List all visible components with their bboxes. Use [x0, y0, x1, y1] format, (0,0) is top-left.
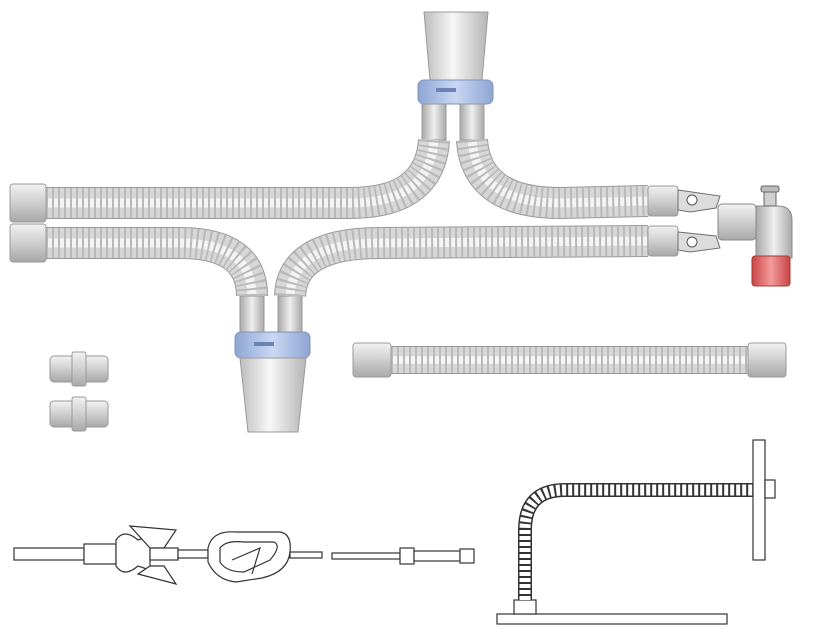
tube-upper-right — [456, 138, 649, 220]
extension-tube — [352, 342, 787, 378]
patient-wye-connector — [647, 185, 793, 287]
corrugated-tubing — [46, 138, 748, 374]
tube-lower-right — [274, 225, 649, 298]
bottom-filter-cup — [234, 295, 311, 433]
tube-upper-left — [46, 138, 450, 219]
support-arm-drawing — [496, 439, 776, 625]
top-filter-cup — [417, 11, 494, 141]
sampling-line-drawing — [13, 525, 323, 585]
arm-tube-ribs — [519, 484, 753, 600]
straight-connector-upper — [49, 351, 109, 387]
left-cuffs — [9, 183, 47, 263]
tube-lower-left — [46, 227, 268, 297]
arm-tube-outline — [518, 483, 753, 600]
luer-connector-drawing — [331, 547, 475, 565]
straight-connector-lower — [49, 396, 109, 432]
